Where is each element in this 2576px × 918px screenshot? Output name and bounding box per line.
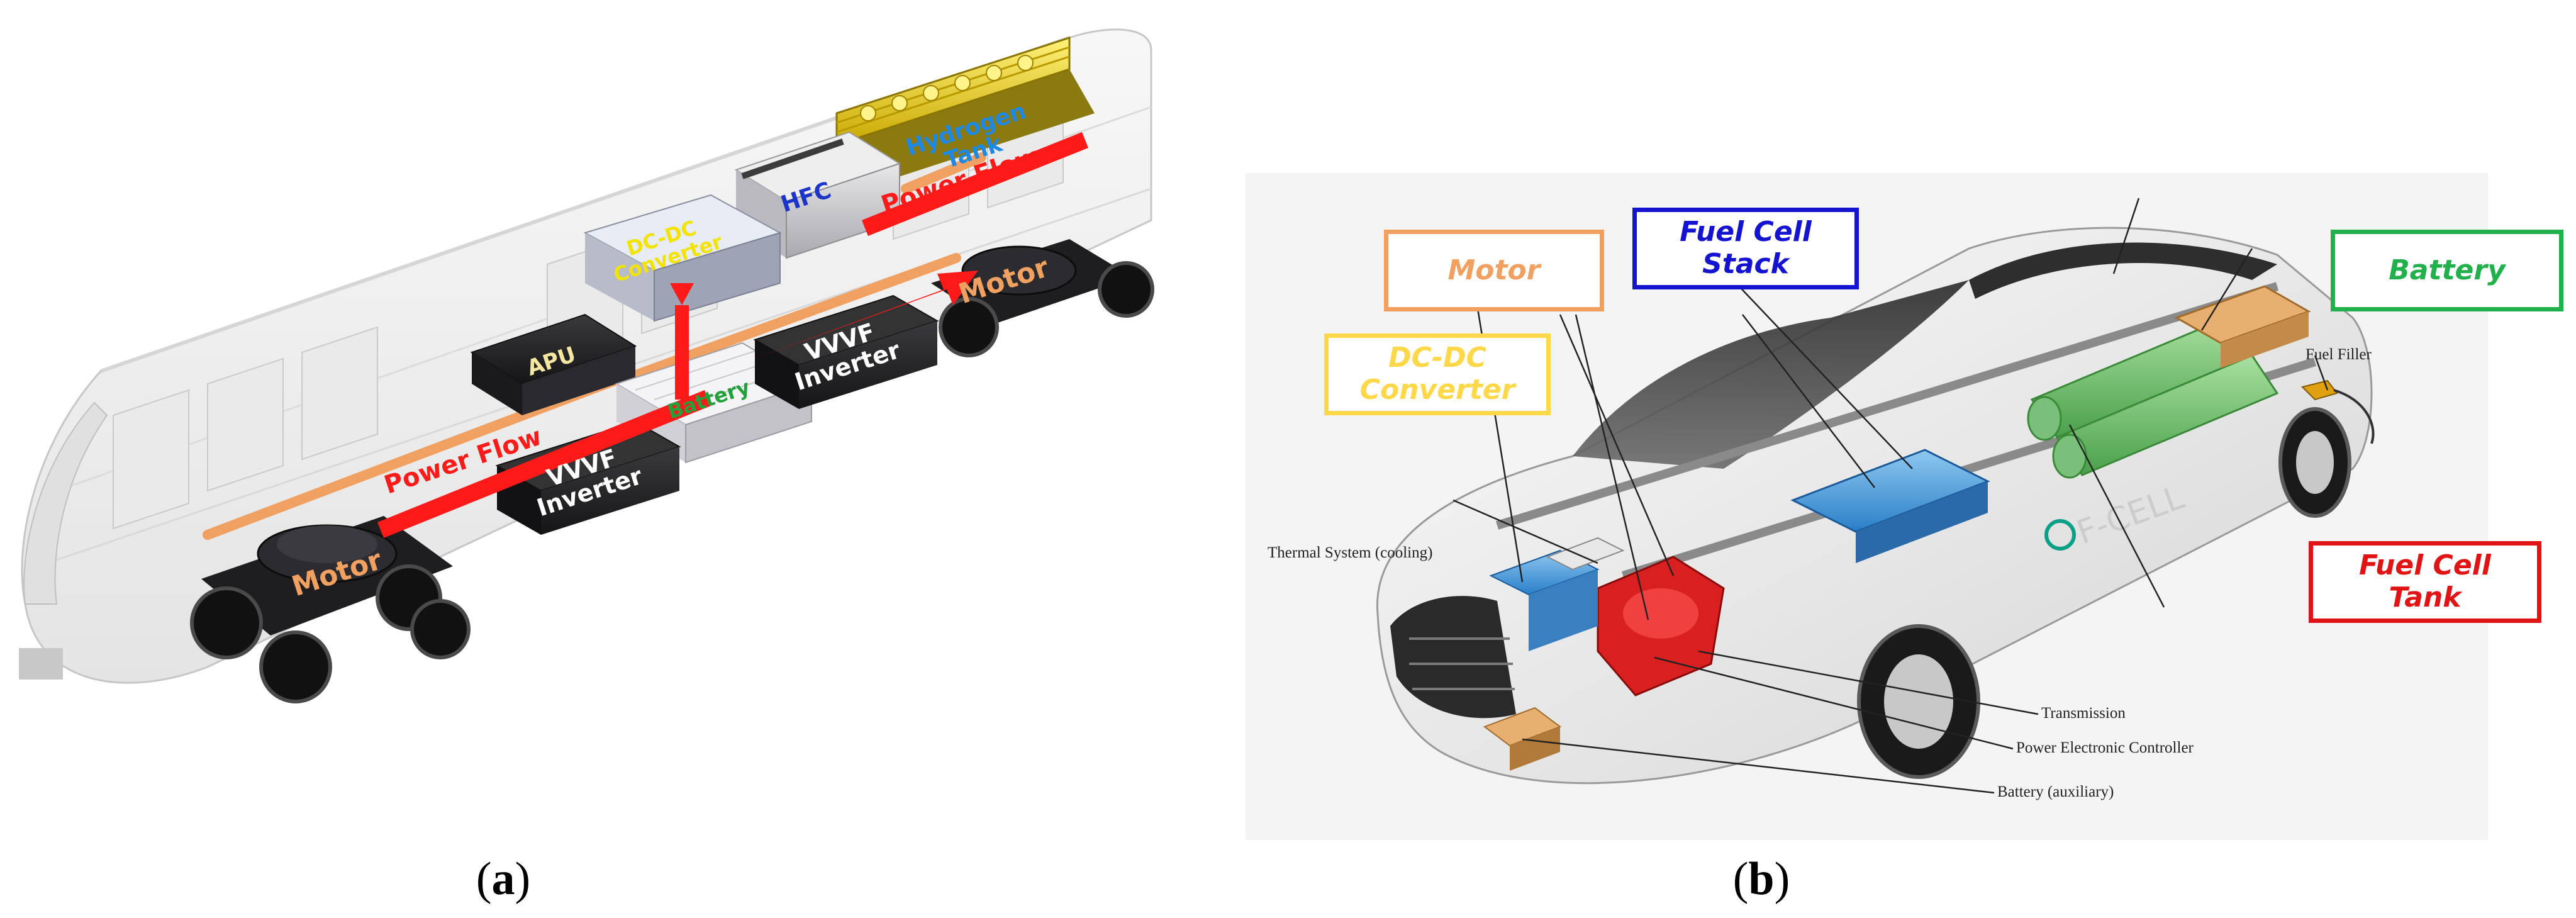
dc-dc-converter-unit: [1489, 537, 1625, 651]
bogie-right: [931, 239, 1154, 357]
motor-callout: Motor: [1384, 230, 1604, 311]
battery-callout: Battery: [2331, 230, 2563, 311]
dc-dc-converter-unit: [583, 194, 782, 322]
fuel-filler-nozzle: [2301, 379, 2375, 444]
power-flow-arrows: [377, 132, 1088, 538]
fuel-cell-stack-callout: Fuel Cell Stack: [1632, 208, 1859, 289]
battery-auxiliary-label: Battery (auxiliary): [1997, 783, 2114, 800]
vertical-power-flow-arrow: [675, 305, 689, 400]
caption-b-letter: b: [1748, 853, 1775, 905]
caption-a: (a): [476, 853, 531, 905]
fuel-filler-label: Fuel Filler: [2306, 346, 2372, 363]
motor-unit: [1597, 556, 1725, 697]
caption-b: (b): [1732, 853, 1790, 905]
panel-a-train-diagram: HydrogenTank HFC DC-DCConverter APU Batt…: [0, 0, 1157, 818]
power-electronic-controller-label: Power Electronic Controller: [2016, 739, 2194, 756]
thermal-system-label: Thermal System (cooling): [1268, 544, 1433, 561]
battery-pack: [2174, 285, 2311, 368]
leader-lines: [1452, 198, 2329, 794]
car-illustration: F-CELL: [1246, 173, 2488, 840]
train-illustration: HydrogenTank HFC DC-DCConverter APU Batt…: [19, 28, 1154, 703]
auxiliary-battery: [1483, 707, 1562, 771]
bogie-left: [190, 516, 471, 703]
fuel-cell-stack: [1790, 449, 1990, 563]
vvvf-inverter-right: [753, 294, 939, 409]
caption-a-letter: a: [491, 853, 515, 905]
fuel-cell-tank-callout: Fuel Cell Tank: [2309, 541, 2541, 623]
panel-b-car-diagram: F-CELL Motor Fuel Cell Stack Battery DC-…: [1246, 173, 2563, 840]
hydrogen-tank: [835, 36, 1095, 189]
apu-unit: [470, 313, 637, 415]
dc-dc-converter-callout: DC-DC Converter: [1324, 333, 1551, 415]
transmission-label: Transmission: [2041, 705, 2126, 722]
fuel-cell-tanks: [2027, 316, 2279, 479]
